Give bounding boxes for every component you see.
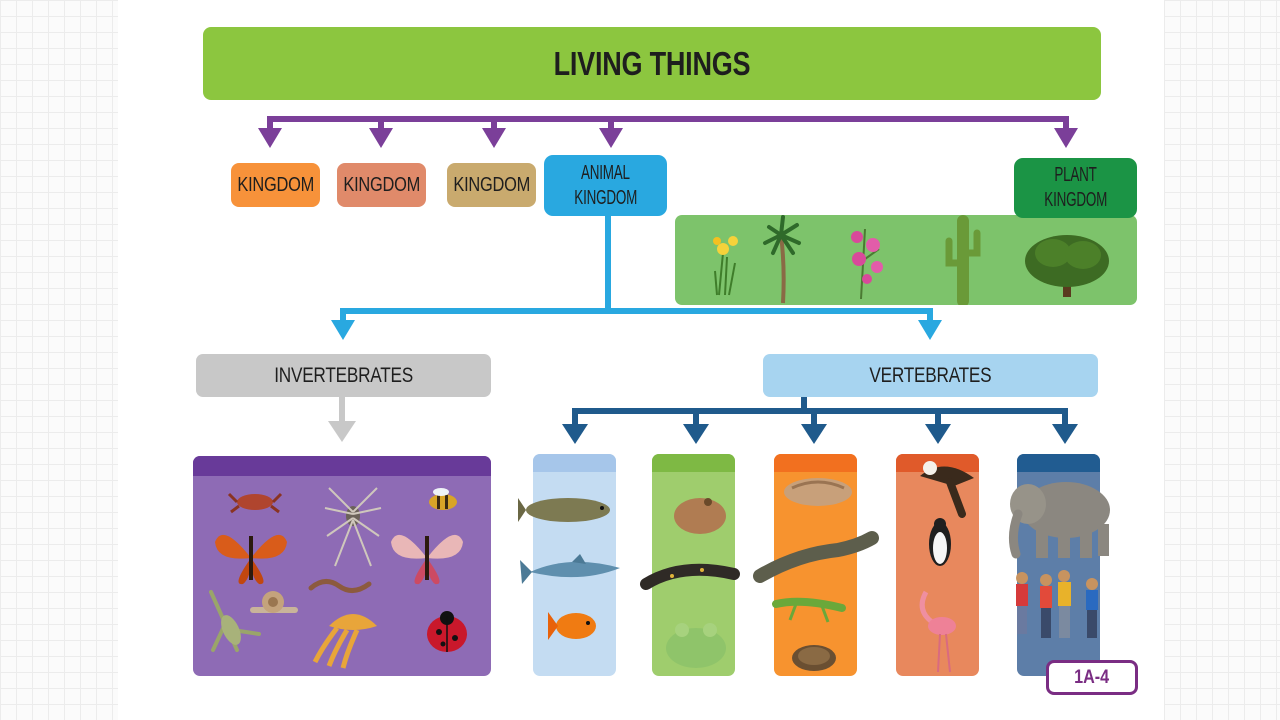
plant-kingdom-line2: KINGDOM — [1044, 188, 1107, 213]
penguin-image — [929, 518, 951, 566]
rattlesnake-image — [784, 478, 852, 506]
alligator-image — [760, 538, 872, 576]
children-image — [1016, 570, 1098, 638]
elephant-image — [1010, 482, 1110, 558]
lizard-image — [776, 602, 842, 622]
salamander-image — [646, 568, 734, 584]
trout-image — [518, 498, 610, 522]
eagle-image — [920, 461, 974, 514]
shark-image — [520, 554, 620, 584]
flamingo-image — [922, 592, 956, 672]
goldfish-image — [548, 612, 596, 640]
figure-code-badge: 1A-4 — [1046, 660, 1138, 695]
turtle-image — [792, 645, 836, 671]
frog-image — [666, 623, 726, 668]
toad-image — [674, 498, 726, 534]
plant-kingdom-line1: PLANT — [1054, 163, 1096, 188]
